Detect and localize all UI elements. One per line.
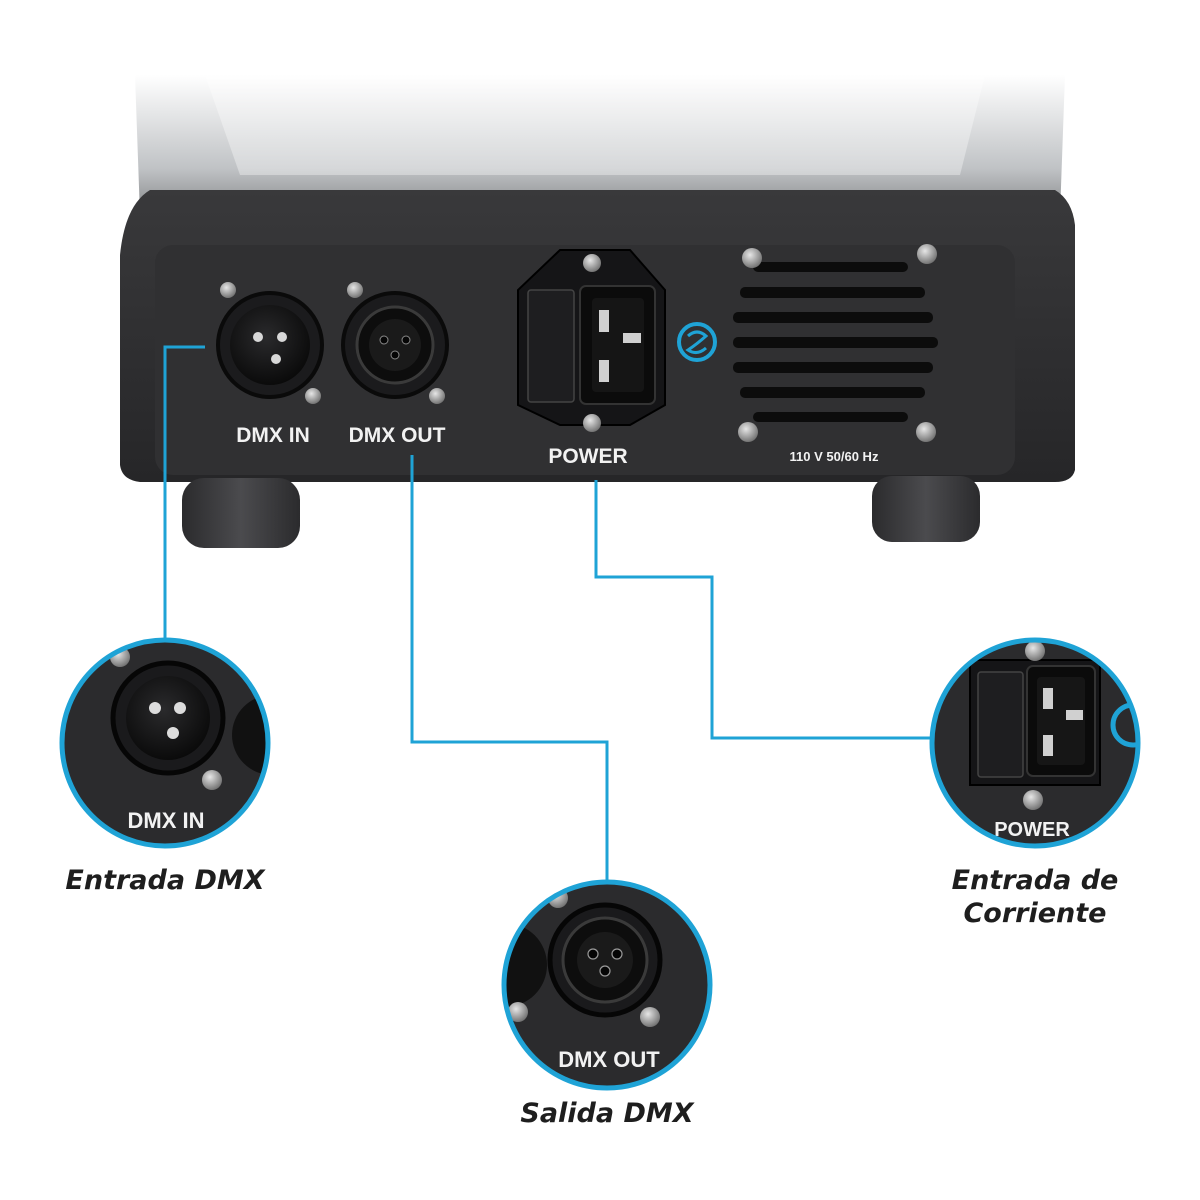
screw-icon [220, 282, 236, 298]
xlr-male-connector-icon [216, 291, 324, 399]
iec-power-inlet-icon [517, 249, 666, 426]
device: DMX IN DMX OUT POWER [120, 75, 1075, 548]
power-caption-line2: Corriente [963, 898, 1107, 929]
callout-lines [163, 345, 932, 882]
power-callout-line [594, 480, 932, 740]
screw-icon [742, 248, 762, 268]
dmx-in-zoom-label: DMX IN [128, 808, 205, 833]
screw-icon [202, 770, 222, 790]
screw-icon [508, 1002, 528, 1022]
dmx-out-zoom-circle: DMX OUT [501, 879, 713, 1091]
screw-icon [583, 414, 601, 432]
dmx-in-caption: Entrada DMX [65, 865, 265, 896]
left-foot [182, 478, 300, 548]
dmx-in-zoom-circle: DMX IN [59, 637, 271, 849]
dmx-in-callout-line [163, 345, 205, 640]
screw-icon [1023, 790, 1043, 810]
iec-power-inlet-icon [969, 659, 1101, 786]
xlr-female-connector-icon [547, 902, 663, 1018]
screw-icon [583, 254, 601, 272]
screw-icon [1025, 641, 1045, 661]
xlr-male-connector-icon [110, 660, 226, 776]
power-zoom-circle: POWER [929, 637, 1141, 849]
dmx-in-label: DMX IN [236, 424, 310, 447]
vent-grille-icon [733, 262, 938, 422]
right-foot [872, 476, 980, 542]
power-label: POWER [548, 445, 627, 468]
screw-icon [640, 1007, 660, 1027]
fuse-holder-icon [527, 289, 575, 403]
dmx-out-zoom-label: DMX OUT [558, 1047, 660, 1072]
screw-icon [347, 282, 363, 298]
power-caption-line1: Entrada de [951, 865, 1119, 896]
screw-icon [917, 244, 937, 264]
screw-icon [916, 422, 936, 442]
power-zoom-label: POWER [994, 819, 1070, 841]
dmx-out-label: DMX OUT [349, 424, 446, 447]
screw-icon [305, 388, 321, 404]
dmx-out-caption: Salida DMX [520, 1098, 694, 1129]
xlr-female-connector-icon [341, 291, 449, 399]
fuse-holder-icon [977, 671, 1024, 778]
brand-logo-icon [677, 322, 717, 362]
voltage-label: 110 V 50/60 Hz [790, 449, 879, 464]
dmx-out-callout-line [410, 455, 609, 882]
screw-icon [429, 388, 445, 404]
screw-icon [738, 422, 758, 442]
